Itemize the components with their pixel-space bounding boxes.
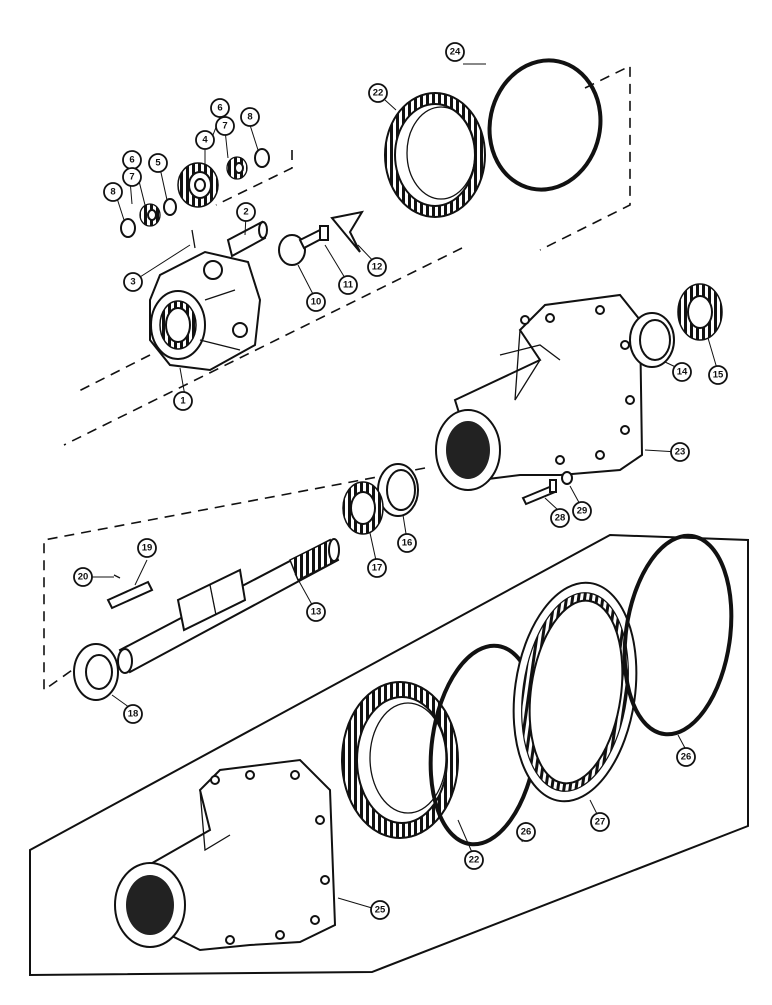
svg-text:24: 24 [450, 47, 461, 58]
bearing-cup-16 [377, 463, 419, 517]
svg-text:18: 18 [128, 709, 139, 720]
svg-text:10: 10 [311, 297, 322, 308]
callout-24: 24 [445, 42, 465, 62]
pin-20 [113, 574, 121, 579]
svg-text:28: 28 [555, 513, 566, 524]
bearing-cone-17 [342, 481, 384, 535]
callout-13: 13 [306, 602, 326, 622]
callout-5: 5 [148, 153, 168, 173]
bolt-28 [521, 479, 557, 506]
callout-17: 17 [367, 558, 387, 578]
friction-disc-27 [512, 581, 638, 803]
callout-6-right: 6 [210, 98, 230, 118]
seal-18 [73, 643, 119, 701]
callout-6-left: 6 [122, 150, 142, 170]
svg-text:7: 7 [222, 121, 227, 132]
svg-text:25: 25 [375, 905, 386, 916]
washer-8-left [120, 218, 136, 238]
bolt-11 [298, 225, 329, 250]
callout-18: 18 [123, 704, 143, 724]
callout-2: 2 [236, 202, 256, 222]
dashed-assembly-outline [43, 64, 631, 692]
bearing-7-left [139, 203, 161, 227]
callout-29: 29 [572, 501, 592, 521]
o-ring-26-right [622, 533, 734, 737]
planet-carrier-1 [149, 250, 262, 372]
svg-text:7: 7 [129, 172, 134, 183]
svg-text:29: 29 [577, 506, 588, 517]
callout-10: 10 [306, 292, 326, 312]
callout-19: 19 [137, 538, 157, 558]
callout-26-left: 26 [516, 822, 536, 842]
callout-8-left: 8 [103, 182, 123, 202]
callout-25: 25 [370, 900, 390, 920]
bearing-7-right [226, 156, 248, 180]
svg-text:13: 13 [311, 607, 322, 618]
leader-lines [92, 63, 719, 909]
callout-27: 27 [590, 812, 610, 832]
svg-text:15: 15 [713, 370, 724, 381]
callout-23: 23 [670, 442, 690, 462]
ring-gear-22-upper [384, 92, 486, 218]
ring-gear-22-lower [341, 681, 459, 839]
svg-text:27: 27 [595, 817, 606, 828]
svg-text:2: 2 [243, 207, 248, 218]
svg-text:1: 1 [180, 396, 186, 407]
svg-text:14: 14 [677, 367, 688, 378]
washer-29 [561, 471, 573, 485]
svg-text:8: 8 [110, 187, 115, 198]
svg-text:23: 23 [675, 447, 686, 458]
svg-text:20: 20 [78, 572, 89, 583]
axle-housing-23 [435, 293, 644, 491]
svg-text:22: 22 [373, 88, 384, 99]
callout-1: 1 [173, 391, 193, 411]
svg-text:5: 5 [155, 158, 161, 169]
svg-text:6: 6 [129, 155, 134, 166]
svg-text:26: 26 [681, 752, 692, 763]
svg-text:26: 26 [521, 827, 532, 838]
key-19 [106, 580, 154, 610]
svg-text:17: 17 [372, 563, 383, 574]
svg-text:22: 22 [469, 855, 480, 866]
axle-shaft-13 [117, 538, 340, 674]
callout-28: 28 [550, 508, 570, 528]
callout-26-right: 26 [676, 747, 696, 767]
svg-text:11: 11 [343, 280, 354, 291]
boxed-assembly-frame [29, 533, 749, 977]
callout-14: 14 [672, 362, 692, 382]
thrust-washer-10 [278, 234, 306, 266]
bearing-cup-14 [629, 312, 675, 368]
callout-11: 11 [338, 275, 358, 295]
callout-4: 4 [195, 130, 215, 150]
svg-text:6: 6 [217, 103, 222, 114]
planet-gear-4 [177, 162, 219, 208]
pin-3 [191, 229, 196, 249]
callout-16: 16 [397, 533, 417, 553]
svg-text:12: 12 [372, 262, 383, 273]
callout-22-lower: 22 [464, 850, 484, 870]
svg-text:16: 16 [402, 538, 413, 549]
callout-22-upper: 22 [368, 83, 388, 103]
callout-7-left: 7 [122, 167, 142, 187]
lock-plate-12 [330, 210, 365, 253]
axle-housing-25 [114, 758, 337, 952]
callout-7-right: 7 [215, 116, 235, 136]
callout-3: 3 [123, 272, 143, 292]
svg-text:4: 4 [202, 135, 208, 146]
svg-text:3: 3 [130, 277, 135, 288]
washer-5 [163, 198, 177, 216]
svg-text:8: 8 [247, 112, 252, 123]
callout-8-right: 8 [240, 107, 260, 127]
callout-15: 15 [708, 365, 728, 385]
bearing-cone-15 [677, 283, 723, 341]
washer-8-right [254, 148, 270, 168]
svg-text:19: 19 [142, 543, 153, 554]
callout-20: 20 [73, 567, 93, 587]
callout-12: 12 [367, 257, 387, 277]
shaft-2 [226, 220, 268, 258]
o-ring-24 [487, 58, 603, 192]
